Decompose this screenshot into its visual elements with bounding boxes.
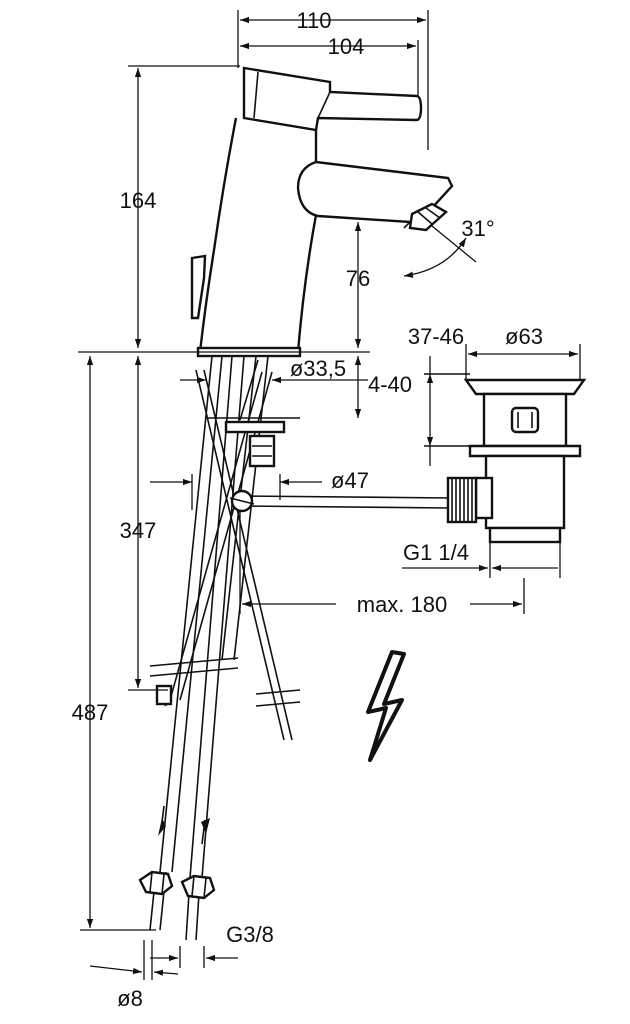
dim-rod-dia-label: ø47	[331, 468, 369, 493]
dim-hose-dia-label: ø8	[117, 986, 143, 1011]
dim-164-label: 164	[120, 188, 157, 213]
lightning-bolt-icon	[366, 650, 406, 762]
dim-angle-label: 31°	[461, 216, 494, 241]
dimension-lines	[78, 10, 581, 980]
dim-110-label: 110	[296, 8, 331, 33]
dim-hose-thread-label: G3/8	[226, 922, 274, 947]
supply-hoses	[138, 355, 451, 941]
dim-104-label: 104	[328, 34, 365, 59]
dim-347-label: 347	[120, 518, 157, 543]
dim-487-label: 487	[72, 700, 109, 725]
dim-plug-range-label: 37-46	[408, 324, 464, 349]
dim-waste-dia-label: ø63	[505, 324, 543, 349]
dim-waste-thread-label: G1 1/4	[403, 540, 469, 565]
dim-rod-max-label: max. 180	[357, 592, 448, 617]
dim-clamp-range-label: 4-40	[368, 372, 412, 397]
dim-tail-dia-label: ø33,5	[290, 356, 346, 381]
faucet-body	[190, 66, 454, 358]
waste-fitting	[424, 373, 587, 544]
dim-76-label: 76	[346, 266, 370, 291]
